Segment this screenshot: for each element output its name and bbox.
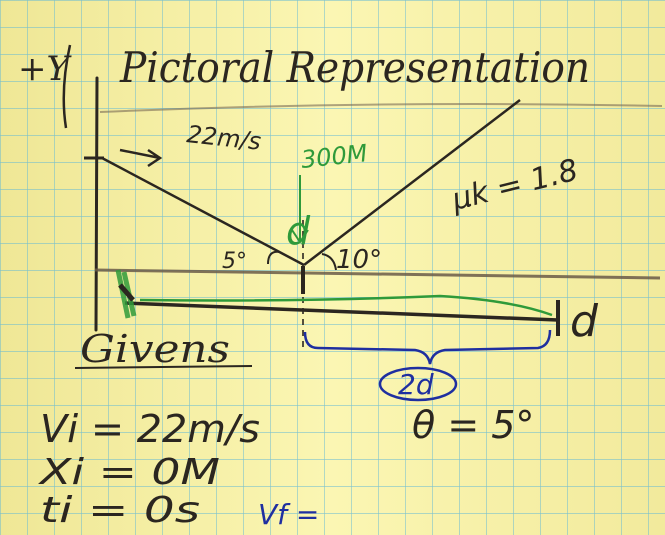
green-track <box>139 294 553 317</box>
left-angle-arc <box>267 250 281 265</box>
theta-label: θ = 5° <box>412 403 534 447</box>
top-rule <box>99 103 663 113</box>
ground-line <box>94 268 661 280</box>
givens-underline <box>74 365 253 369</box>
brace-circle <box>378 366 458 402</box>
given-line-3: ti = 0s <box>40 490 200 531</box>
angle-right-label: 10° <box>336 245 382 275</box>
y-axis-label: +Y <box>18 49 72 89</box>
y-axis-line <box>94 76 99 332</box>
blue-brace <box>303 329 552 365</box>
end-symbol: d <box>570 296 599 347</box>
givens-label: Givens <box>80 327 230 371</box>
right-angle-arc <box>321 253 337 271</box>
distance-arrow <box>291 175 309 244</box>
given-line-2: Xi = 0M <box>37 452 220 493</box>
velocity-arrow <box>119 148 163 168</box>
uphill-slope <box>303 99 521 266</box>
given-line-1: Vi = 22m/s <box>40 407 260 451</box>
axis-bracket <box>62 44 72 129</box>
brace-label: 2d <box>398 368 434 401</box>
page-title: Pictoral Representation <box>119 43 590 92</box>
downhill-slope <box>101 156 305 267</box>
distance-label: 300M <box>300 139 369 174</box>
track-line <box>124 301 559 322</box>
final-velocity-label: Vf = <box>258 498 319 531</box>
start-mark <box>118 283 135 302</box>
angle-left-label: 5° <box>222 249 247 274</box>
distance-symbol: d <box>286 209 311 253</box>
